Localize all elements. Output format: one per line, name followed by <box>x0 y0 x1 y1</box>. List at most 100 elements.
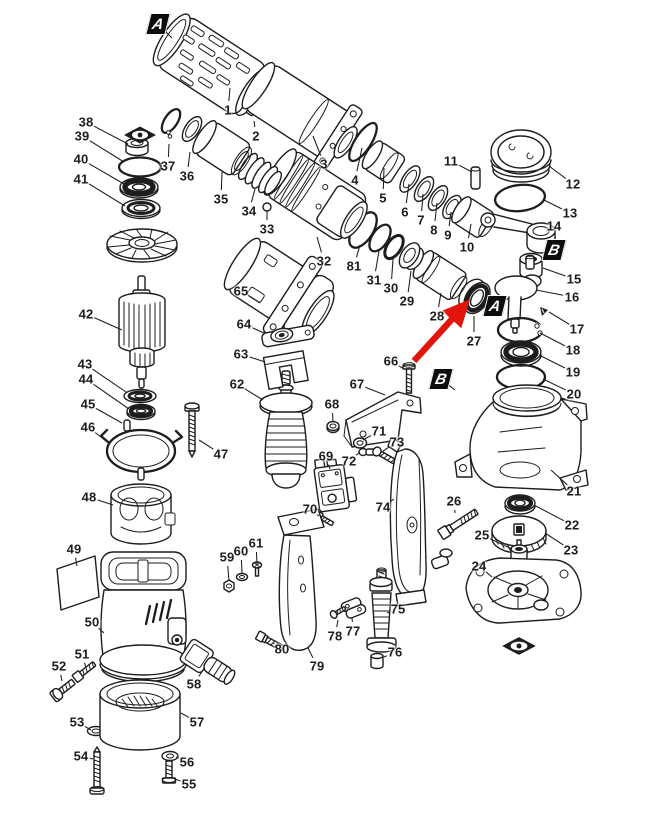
leader-line-1 <box>228 87 231 102</box>
part-label-22: 22 <box>564 517 580 533</box>
part-art-57 <box>99 679 181 751</box>
part-label-73: 73 <box>389 434 405 450</box>
leader-line-22 <box>533 504 565 522</box>
part-label-21: 21 <box>566 483 582 499</box>
part-label-70: 70 <box>302 501 318 517</box>
part-label-57: 57 <box>189 714 205 730</box>
part-label-76: 76 <box>387 644 403 660</box>
part-art-56 <box>161 750 179 762</box>
leader-line-65 <box>248 295 261 304</box>
part-art-34 <box>237 152 283 195</box>
part-art-22 <box>504 494 536 515</box>
leader-line-20 <box>542 378 567 391</box>
part-art-46 <box>99 428 184 481</box>
leader-line-59 <box>227 565 230 582</box>
part-art-37 <box>160 107 182 140</box>
part-art-71 <box>352 437 368 449</box>
leader-line-28 <box>438 292 442 308</box>
part-art-49 <box>56 555 100 611</box>
leader-line-49 <box>75 557 78 567</box>
part-art-74 <box>387 437 453 607</box>
highlight-arrow <box>411 299 470 364</box>
leader-line-79 <box>307 647 314 659</box>
leader-line-16 <box>535 289 564 296</box>
leader-line-74 <box>389 498 395 503</box>
part-label-79: 79 <box>309 658 325 674</box>
part-label-20: 20 <box>566 386 582 402</box>
part-label-3: 3 <box>320 156 328 172</box>
part-art-5 <box>361 140 406 184</box>
part-art-59 <box>223 579 235 593</box>
leader-line-61 <box>255 551 258 565</box>
part-label-6: 6 <box>401 204 409 220</box>
part-art-64 <box>261 324 315 348</box>
leader-line-73 <box>382 446 390 452</box>
leader-line-56 <box>175 756 180 759</box>
part-label-23: 23 <box>563 542 579 558</box>
leader-line-21 <box>550 469 568 486</box>
leader-line-40 <box>88 163 125 185</box>
leader-line-62 <box>244 388 264 401</box>
part-art-39 <box>117 156 163 178</box>
part-art-16 <box>494 254 542 334</box>
part-art-54 <box>89 746 105 795</box>
part-art-19 <box>500 340 542 367</box>
part-art-69 <box>313 458 358 513</box>
leader-line-76 <box>383 655 388 658</box>
part-label-52: 52 <box>51 658 67 674</box>
part-label-75: 75 <box>390 601 406 617</box>
part-art-75 <box>366 567 397 653</box>
part-label-41: 41 <box>73 171 89 187</box>
part-label-49: 49 <box>66 541 82 557</box>
leader-line-80 <box>272 642 275 645</box>
leader-line-12 <box>548 165 567 180</box>
part-label-42: 42 <box>78 306 94 322</box>
part-art-50 <box>99 551 187 683</box>
part-art-7 <box>413 175 435 203</box>
part-label-66: 66 <box>383 353 399 369</box>
part-label-15: 15 <box>566 271 582 287</box>
leader-line-7 <box>421 193 424 212</box>
part-art-30 <box>383 233 405 261</box>
part-label-58: 58 <box>186 676 202 692</box>
leader-line-72 <box>355 451 361 456</box>
part-art-43 <box>123 388 157 404</box>
leader-line-64 <box>251 327 265 334</box>
leader-line-35 <box>220 171 223 191</box>
part-art-28 <box>412 250 468 301</box>
part-label-39: 39 <box>74 128 90 144</box>
part-label-54: 54 <box>73 748 89 764</box>
leader-line-29 <box>407 270 412 293</box>
leader-lines-layer <box>60 23 570 782</box>
leader-line-2 <box>253 120 256 128</box>
part-art-79 <box>277 508 325 651</box>
leader-line-69 <box>328 464 331 470</box>
part-art-63 <box>262 350 309 390</box>
part-art-67 <box>343 391 422 448</box>
leader-line-17 <box>548 311 570 325</box>
part-art-47 <box>184 402 200 458</box>
part-label-9: 9 <box>444 227 452 243</box>
part-art-8 <box>427 184 449 212</box>
leader-line-45 <box>95 407 123 424</box>
leader-line-36 <box>187 151 191 168</box>
leader-line-81 <box>355 244 361 258</box>
part-label-33: 33 <box>259 221 275 237</box>
part-label-50: 50 <box>84 614 100 630</box>
leader-line-19 <box>538 354 566 369</box>
part-label-43: 43 <box>77 356 93 372</box>
leader-line-25 <box>489 538 513 550</box>
part-label-8: 8 <box>430 222 438 238</box>
leader-line-4 <box>356 147 363 172</box>
leader-line-66 <box>398 365 405 370</box>
leader-line-11 <box>458 164 473 173</box>
part-label-78: 78 <box>327 628 343 644</box>
part-label-45: 45 <box>80 396 96 412</box>
part-art-45 <box>123 419 131 432</box>
leader-line-8 <box>434 202 438 222</box>
leader-line-60 <box>240 559 243 574</box>
part-label-35: 35 <box>213 191 229 207</box>
part-art-48 <box>110 483 176 545</box>
part-label-77: 77 <box>345 623 361 639</box>
